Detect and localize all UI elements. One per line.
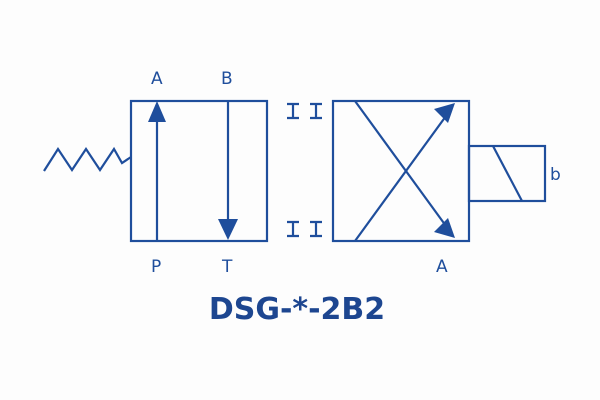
port-label-a: A [151, 69, 163, 89]
port-label-b: B [221, 69, 233, 89]
solenoid-diagonal [492, 145, 523, 202]
solenoid-label: b [550, 165, 561, 185]
detent-marks [287, 102, 322, 238]
port-label-p: P [151, 257, 161, 277]
arrowhead-cross-bottom [434, 218, 455, 238]
solenoid-icon [467, 144, 547, 203]
arrowhead-cross-top [434, 103, 455, 123]
left-envelope [129, 99, 269, 243]
arrowhead-down [218, 219, 238, 240]
model-title: DSG-*-2B2 [208, 292, 386, 327]
spring-icon [43, 146, 132, 172]
cross-flow-line-1 [354, 100, 447, 227]
port-label-a-right: A [436, 257, 448, 277]
cross-flow-line-2 [354, 115, 447, 242]
arrowhead-up [148, 101, 166, 122]
port-label-t: T [221, 257, 233, 277]
